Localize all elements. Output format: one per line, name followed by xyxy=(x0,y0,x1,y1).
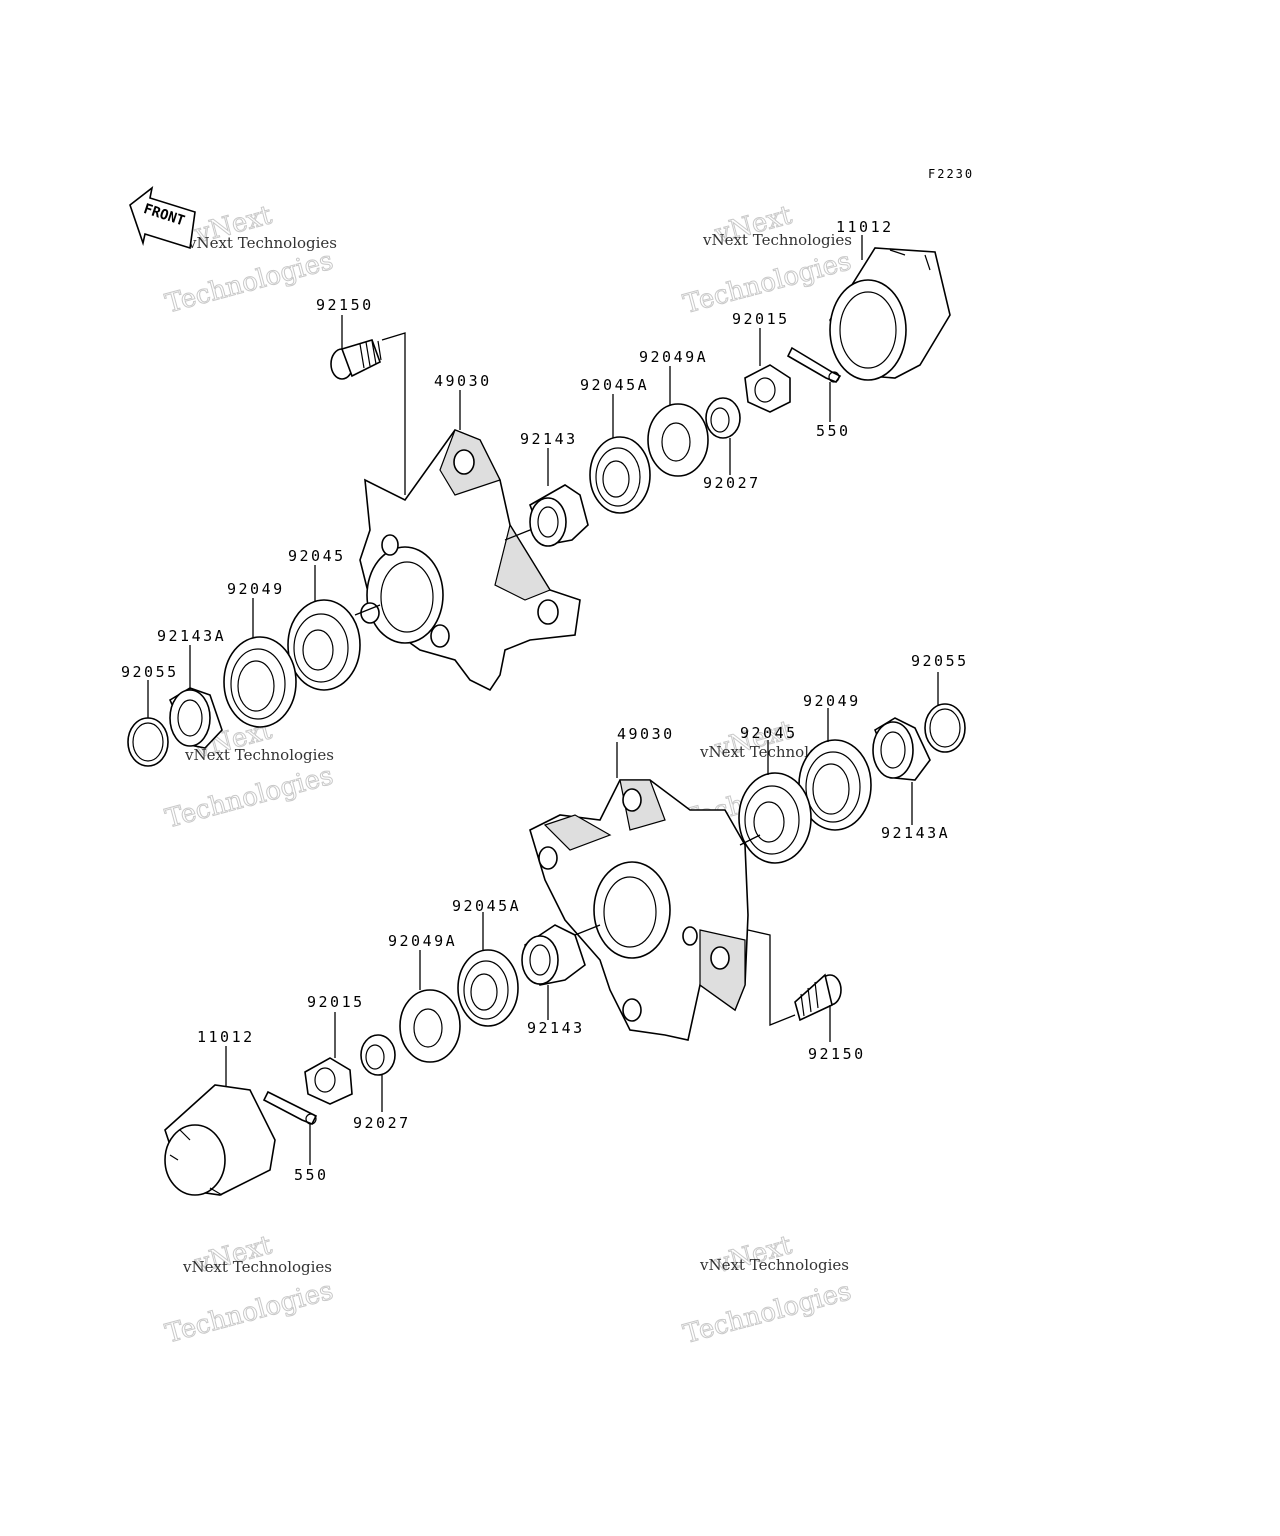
part-label-49030: 49030 xyxy=(617,725,675,743)
stud-icon xyxy=(794,973,842,1022)
bottom-assembly: 92055 92049 49030 92045 92143A 92045A 92… xyxy=(164,652,969,1196)
axis-line xyxy=(504,527,536,541)
watermark-text: vNext Technologies xyxy=(702,231,852,249)
watermark-brand-sub: Technologies xyxy=(680,1276,854,1350)
part-label-92045a: 92045A xyxy=(452,897,521,915)
hub-icon xyxy=(529,779,749,1041)
part-label-92049a: 92049A xyxy=(388,932,457,950)
part-label-92049: 92049 xyxy=(803,692,861,710)
bearing-icon xyxy=(287,599,361,691)
collar-icon xyxy=(360,1034,396,1076)
seal-icon xyxy=(399,989,461,1063)
part-label-92143: 92143 xyxy=(520,430,578,448)
axis-line xyxy=(739,834,761,846)
part-label-11012: 11012 xyxy=(197,1028,255,1046)
cotter-pin-icon xyxy=(262,1090,318,1126)
part-label-92015: 92015 xyxy=(307,993,365,1011)
leader-line xyxy=(747,929,796,1026)
part-label-92027: 92027 xyxy=(703,474,761,492)
part-label-11012: 11012 xyxy=(836,218,894,236)
stud-icon xyxy=(330,339,382,380)
watermark-bottom-left: vNext vNext Technologies Technologies xyxy=(162,1230,337,1350)
part-label-49030: 49030 xyxy=(434,372,492,390)
part-label-92143a: 92143A xyxy=(881,824,950,842)
part-label-92049a: 92049A xyxy=(639,348,708,366)
part-label-92150: 92150 xyxy=(808,1045,866,1063)
watermark-bottom-right: vNext vNext Technologies Technologies xyxy=(680,1230,855,1351)
cap-icon xyxy=(164,1084,276,1196)
hub-icon xyxy=(359,429,581,692)
nut-icon xyxy=(744,364,791,413)
bearing-icon xyxy=(589,436,651,514)
spacer-icon xyxy=(521,924,586,986)
seal-icon xyxy=(223,636,297,728)
part-label-92143: 92143 xyxy=(527,1019,585,1037)
bearing-icon xyxy=(738,772,812,864)
axis-line xyxy=(354,604,381,616)
seal-icon xyxy=(798,739,872,831)
cotter-pin-icon xyxy=(786,346,842,383)
part-label-92045: 92045 xyxy=(288,547,346,565)
part-label-92150: 92150 xyxy=(316,296,374,314)
watermark-brand-sub: Technologies xyxy=(162,761,336,835)
watermark-brand-sub: Technologies xyxy=(162,1276,336,1350)
part-label-550: 550 xyxy=(294,1166,329,1184)
part-label-92045a: 92045A xyxy=(580,376,649,394)
collar-icon xyxy=(705,397,741,439)
nut-icon xyxy=(304,1057,353,1105)
cap-icon xyxy=(829,247,951,381)
watermark-brand-sub: Technologies xyxy=(680,246,854,320)
watermark-group: vNext vNext Technologies Technologies vN… xyxy=(162,200,855,1351)
axis-line xyxy=(574,924,601,936)
watermark-text: vNext Technologies xyxy=(699,1256,849,1274)
spacer-icon xyxy=(168,687,223,749)
part-label-92055: 92055 xyxy=(121,663,179,681)
diagram-code: F2230 xyxy=(928,167,974,181)
part-label-92055: 92055 xyxy=(911,652,969,670)
spacer-icon xyxy=(872,717,931,781)
part-label-92143a: 92143A xyxy=(157,627,226,645)
part-label-92015: 92015 xyxy=(732,310,790,328)
seal-icon xyxy=(647,403,709,477)
part-label-550: 550 xyxy=(816,422,851,440)
part-label-92045: 92045 xyxy=(740,724,798,742)
watermark-text: vNext Technologies xyxy=(184,746,334,764)
watermark-text: vNext Technologies xyxy=(182,1258,332,1276)
part-label-92049: 92049 xyxy=(227,580,285,598)
part-label-92027: 92027 xyxy=(353,1114,411,1132)
spacer-icon xyxy=(529,484,589,547)
watermark-brand-sub: Technologies xyxy=(162,246,336,320)
watermark-top-right: vNext vNext Technologies Technologies xyxy=(680,200,855,321)
o-ring-icon xyxy=(127,717,169,767)
watermark-text: vNext Technologies xyxy=(187,234,337,252)
o-ring-icon xyxy=(924,703,966,753)
bearing-icon xyxy=(457,949,519,1027)
front-arrow-icon: FRONT xyxy=(129,186,196,250)
top-assembly: 11012 92150 92015 92049A 49030 92045A 55… xyxy=(121,218,951,767)
leader-line xyxy=(381,332,406,495)
